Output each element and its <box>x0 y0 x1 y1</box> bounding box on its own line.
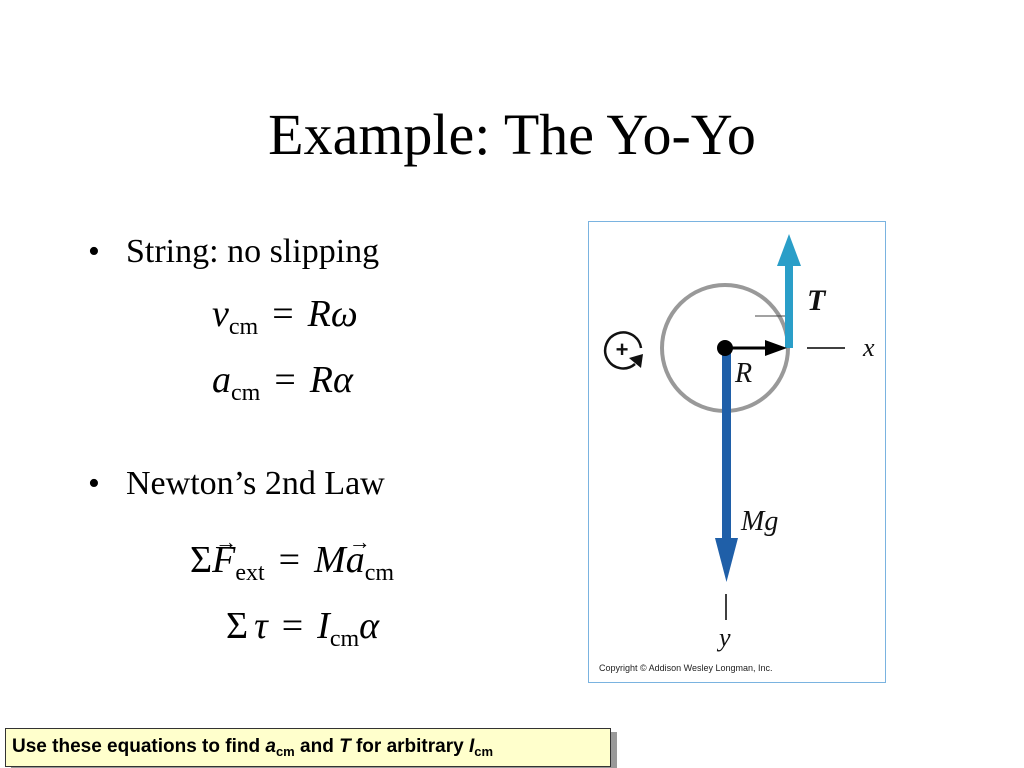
bullet-newtons-2nd-law: • Newton’s 2nd Law <box>88 464 385 504</box>
eq-subscript: cm <box>231 380 261 406</box>
radius-label: R <box>734 358 752 389</box>
y-axis-label: y <box>716 623 731 652</box>
weight-label: Mg <box>740 506 778 537</box>
footer-note: Use these equations to find acm and T fo… <box>5 728 611 767</box>
bullet-marker: • <box>88 233 100 270</box>
eq-operator: = <box>278 539 301 581</box>
footer-I: I <box>468 736 475 757</box>
rotation-sign: + <box>616 337 629 362</box>
eq-subscript: cm <box>364 560 395 586</box>
footer-a-subscript: cm <box>275 744 295 759</box>
eq-sigma: Σ <box>190 539 213 581</box>
eq-mass: M <box>314 539 346 581</box>
eq-sigma: Σ <box>226 605 249 647</box>
radius-arrow <box>725 340 787 356</box>
eq-alpha: α <box>359 605 380 647</box>
weight-arrow <box>715 348 738 582</box>
eq-operator: = <box>281 605 304 647</box>
eq-subscript: cm <box>228 314 259 340</box>
diagram-canvas: + T x R Mg y <box>603 234 875 652</box>
eq-inertia: I <box>317 605 330 647</box>
eq-symbol: a <box>212 359 231 401</box>
eq-acceleration-vector: a <box>346 520 371 582</box>
eq-rhs: Rα <box>309 359 353 401</box>
eq-symbol: v <box>212 293 229 335</box>
eq-operator: = <box>274 359 296 401</box>
bullet-string-no-slipping: • String: no slipping <box>88 232 379 272</box>
bullet-text: String: no slipping <box>126 233 380 270</box>
footer-mid: for arbitrary <box>350 736 469 757</box>
slide-title: Example: The Yo-Yo <box>268 102 756 167</box>
eq-subscript: ext <box>235 560 265 586</box>
eq-tau: τ <box>254 605 268 647</box>
center-of-mass-dot <box>717 340 733 356</box>
equation-sum-forces: ΣFext = Macm <box>190 520 395 587</box>
footer-T: T <box>339 736 351 757</box>
eq-subscript: cm <box>329 626 360 652</box>
footer-and: and <box>294 736 340 757</box>
eq-force-vector: F <box>212 520 237 582</box>
x-axis-label: x <box>862 333 875 362</box>
footer-prefix: Use these equations to find <box>12 736 266 757</box>
footer-I-subscript: cm <box>474 744 494 759</box>
equation-v-cm: vcm = Rω <box>212 292 358 341</box>
copyright-notice: Copyright © Addison Wesley Longman, Inc. <box>599 663 773 673</box>
bullet-marker: • <box>88 465 100 502</box>
tension-arrow <box>777 234 801 348</box>
eq-rhs: Rω <box>307 293 358 335</box>
footer-a: a <box>265 736 276 757</box>
tension-label: T <box>807 284 827 317</box>
rotation-direction-icon: + <box>603 331 643 370</box>
eq-operator: = <box>272 293 294 335</box>
bullet-text: Newton’s 2nd Law <box>126 465 385 502</box>
yoyo-free-body-diagram: + T x R Mg y Copyright © Addison Wesle <box>588 221 886 683</box>
equation-a-cm: acm = Rα <box>212 358 353 407</box>
